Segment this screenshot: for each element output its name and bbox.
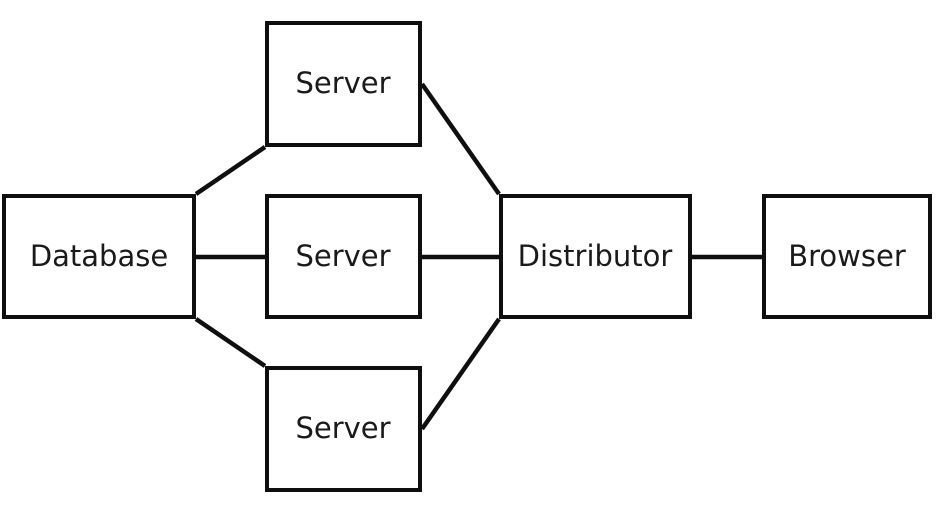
node-label-server-top: Server — [295, 66, 390, 100]
edge-database-to-server-top — [194, 145, 267, 196]
node-label-browser: Browser — [788, 239, 906, 273]
node-label-database: Database — [30, 239, 168, 273]
edge-server-top-to-distributor — [420, 82, 501, 196]
node-label-server-middle: Server — [295, 239, 390, 273]
node-distributor[interactable]: Distributor — [499, 194, 692, 319]
node-box-server-top[interactable] — [265, 21, 422, 147]
node-server-bottom[interactable]: Server — [265, 366, 422, 492]
edge-group — [194, 82, 762, 431]
node-box-server-bottom[interactable] — [265, 366, 422, 492]
node-box-browser[interactable] — [762, 194, 932, 319]
node-box-server-middle[interactable] — [265, 194, 422, 319]
node-label-server-bottom: Server — [295, 411, 390, 445]
node-browser[interactable]: Browser — [762, 194, 932, 319]
node-server-middle[interactable]: Server — [265, 194, 422, 319]
edge-server-bottom-to-distributor — [420, 317, 501, 431]
node-box-distributor[interactable] — [499, 194, 692, 319]
node-box-database[interactable] — [2, 194, 196, 319]
node-server-top[interactable]: Server — [265, 21, 422, 147]
edge-database-to-server-bottom — [194, 317, 267, 368]
node-database[interactable]: Database — [2, 194, 196, 319]
node-label-distributor: Distributor — [518, 239, 673, 273]
